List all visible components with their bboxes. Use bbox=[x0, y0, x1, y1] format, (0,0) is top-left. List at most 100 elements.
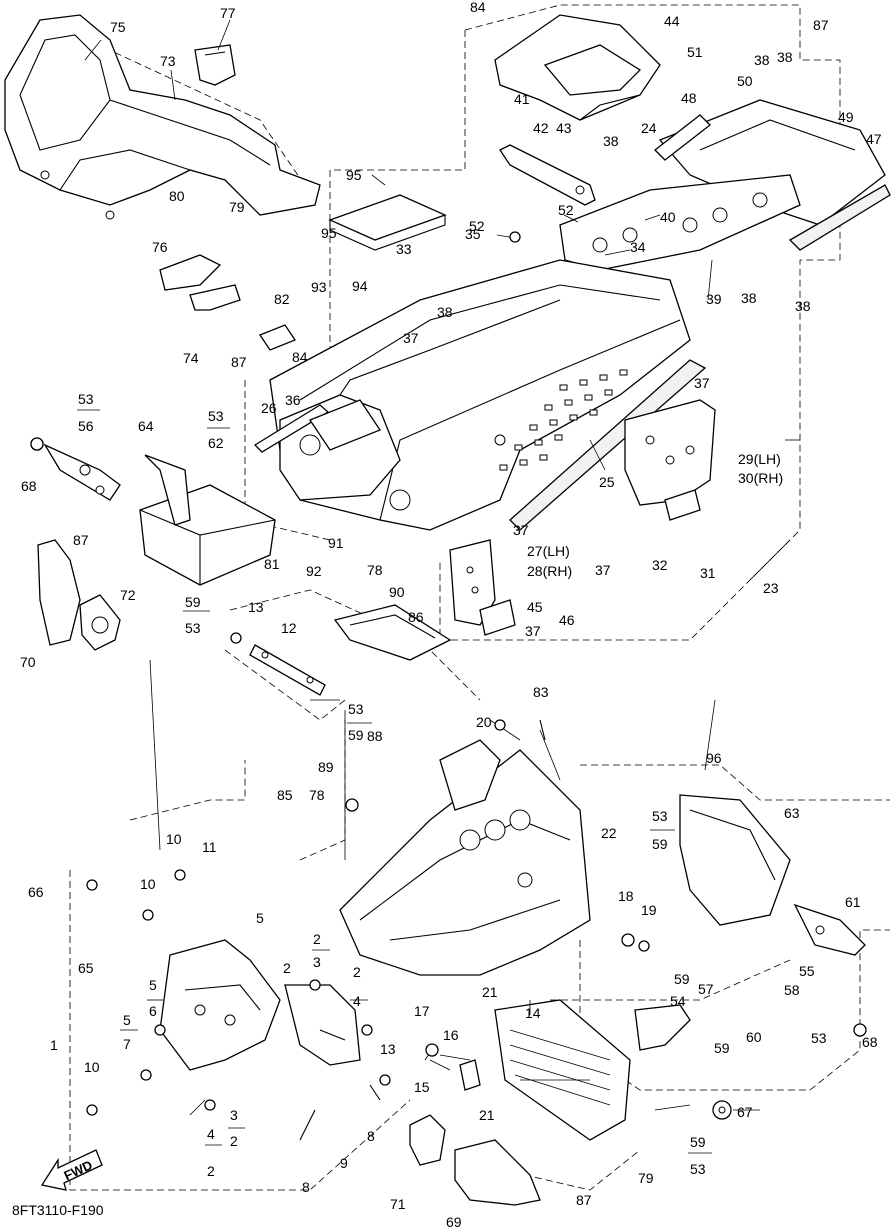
callout-53c: 53 bbox=[185, 620, 201, 636]
callout-42: 42 bbox=[533, 120, 549, 136]
callout-22: 22 bbox=[601, 825, 617, 841]
callout-71: 71 bbox=[390, 1196, 406, 1212]
callout-31: 31 bbox=[700, 565, 716, 581]
right-cover bbox=[679, 794, 866, 956]
callout-59a: 59 bbox=[185, 594, 201, 610]
callout-2a: 2 bbox=[313, 931, 321, 947]
callout-78a: 78 bbox=[367, 562, 383, 578]
assembly-boundaries bbox=[44, 4, 890, 1191]
callout-9: 9 bbox=[340, 1155, 348, 1171]
callout-12: 12 bbox=[281, 620, 297, 636]
callout-38f: 38 bbox=[777, 49, 793, 65]
callout-81: 81 bbox=[264, 556, 280, 572]
callout-79a: 79 bbox=[229, 199, 245, 215]
callout-50: 50 bbox=[737, 73, 753, 89]
callout-8b: 8 bbox=[302, 1179, 310, 1195]
front-cowl-frame bbox=[4, 14, 321, 220]
callout-88: 88 bbox=[367, 728, 383, 744]
callout-38c: 38 bbox=[741, 290, 757, 306]
callout-37d: 37 bbox=[595, 562, 611, 578]
callout-36: 36 bbox=[285, 392, 301, 408]
callout-82: 82 bbox=[274, 291, 290, 307]
lower-brackets bbox=[249, 604, 452, 696]
callout-17: 17 bbox=[414, 1003, 430, 1019]
callout-8a: 8 bbox=[367, 1128, 375, 1144]
leader-lines bbox=[84, 19, 800, 1116]
callout-13b: 13 bbox=[380, 1041, 396, 1057]
callout-15: 15 bbox=[414, 1079, 430, 1095]
callout-28: 28(RH) bbox=[527, 563, 572, 579]
callout-44: 44 bbox=[664, 13, 680, 29]
callout-6: 6 bbox=[149, 1003, 157, 1019]
callout-96: 96 bbox=[706, 750, 722, 766]
callout-21b: 21 bbox=[479, 1107, 495, 1123]
callout-68b: 68 bbox=[862, 1034, 878, 1050]
callout-85: 85 bbox=[277, 787, 293, 803]
callout-24: 24 bbox=[641, 120, 657, 136]
callout-10c: 10 bbox=[84, 1059, 100, 1075]
callout-54: 54 bbox=[670, 993, 686, 1009]
callout-49: 49 bbox=[838, 109, 854, 125]
callout-84b: 84 bbox=[470, 0, 486, 15]
callout-53a: 53 bbox=[78, 391, 94, 407]
callout-37b: 37 bbox=[694, 375, 710, 391]
callout-2b: 2 bbox=[283, 960, 291, 976]
callout-53b: 53 bbox=[208, 408, 224, 424]
callout-60: 60 bbox=[746, 1029, 762, 1045]
callout-53e: 53 bbox=[652, 808, 668, 824]
callout-59b: 59 bbox=[348, 727, 364, 743]
callout-87c: 87 bbox=[73, 532, 89, 548]
callout-16: 16 bbox=[443, 1027, 459, 1043]
fasteners bbox=[30, 231, 867, 1141]
callout-23: 23 bbox=[763, 580, 779, 596]
callout-95a: 95 bbox=[346, 167, 362, 183]
callout-73: 73 bbox=[160, 53, 176, 69]
callout-5c: 5 bbox=[123, 1012, 131, 1028]
callout-95b: 95 bbox=[321, 225, 337, 241]
callout-53f: 53 bbox=[811, 1030, 827, 1046]
steering-mount bbox=[30, 437, 276, 651]
callout-32: 32 bbox=[652, 557, 668, 573]
callout-43: 43 bbox=[556, 120, 572, 136]
callout-52b: 52 bbox=[558, 202, 574, 218]
callout-89: 89 bbox=[318, 759, 334, 775]
callout-53g: 53 bbox=[690, 1161, 706, 1177]
callout-29: 29(LH) bbox=[738, 451, 781, 467]
callout-94: 94 bbox=[352, 278, 368, 294]
callout-47: 47 bbox=[866, 131, 882, 147]
callout-18: 18 bbox=[618, 888, 634, 904]
upper-brackets bbox=[494, 14, 661, 206]
callout-38a: 38 bbox=[437, 304, 453, 320]
callout-69: 69 bbox=[446, 1214, 462, 1229]
callout-48: 48 bbox=[681, 90, 697, 106]
callout-3a: 3 bbox=[313, 954, 321, 970]
callout-63: 63 bbox=[784, 805, 800, 821]
front-frame bbox=[159, 739, 591, 1071]
callout-53d: 53 bbox=[348, 701, 364, 717]
callout-67: 67 bbox=[737, 1104, 753, 1120]
callout-4a: 4 bbox=[353, 993, 361, 1009]
callout-5b: 5 bbox=[149, 977, 157, 993]
callout-5a: 5 bbox=[256, 910, 264, 926]
callout-80: 80 bbox=[169, 188, 185, 204]
callout-35: 35 bbox=[465, 226, 481, 242]
callout-10a: 10 bbox=[166, 831, 182, 847]
callout-41: 41 bbox=[514, 91, 530, 107]
callout-79b: 79 bbox=[638, 1170, 654, 1186]
lower-covers bbox=[409, 1004, 732, 1206]
fwd-arrow-label: FWD bbox=[62, 1157, 95, 1183]
callout-1: 1 bbox=[50, 1037, 58, 1053]
callout-59f: 59 bbox=[690, 1134, 706, 1150]
callout-75: 75 bbox=[110, 19, 126, 35]
callout-56: 56 bbox=[78, 418, 94, 434]
callout-51: 51 bbox=[687, 44, 703, 60]
callout-2e: 2 bbox=[207, 1163, 215, 1179]
top-plate bbox=[159, 194, 447, 351]
callout-86: 86 bbox=[408, 609, 424, 625]
callout-10b: 10 bbox=[140, 876, 156, 892]
callout-59d: 59 bbox=[674, 971, 690, 987]
callout-59c: 59 bbox=[652, 836, 668, 852]
callout-90: 90 bbox=[389, 584, 405, 600]
callout-20: 20 bbox=[476, 714, 492, 730]
callout-2d: 2 bbox=[230, 1133, 238, 1149]
